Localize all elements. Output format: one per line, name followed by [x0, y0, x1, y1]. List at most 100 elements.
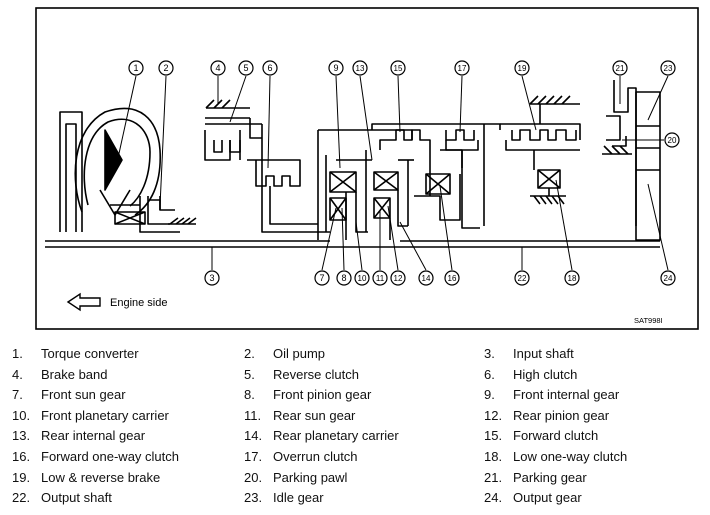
callout-number: 1 [133, 63, 138, 73]
legend-number: 17. [244, 448, 263, 464]
legend-number: 10. [12, 407, 31, 423]
callout-7: 7 [314, 270, 330, 286]
diagram-code: SAT998I [634, 316, 663, 325]
callout-13: 13 [352, 60, 368, 76]
legend: 1. Torque converter 4. Brake band 7. Front su… [0, 340, 710, 515]
legend-label: Forward clutch [513, 428, 599, 444]
oil-pump-shape [139, 196, 197, 233]
legend-number: 1. [12, 346, 23, 361]
callout-number: 16 [448, 274, 457, 283]
legend-label: Overrun clutch [273, 448, 358, 464]
legend-number: 2. [244, 346, 255, 361]
legend-label: Parking pawl [273, 469, 348, 485]
legend-number: 12. [484, 407, 503, 423]
legend-label: Output shaft [41, 490, 112, 506]
legend-label: Front pinion gear [273, 387, 372, 403]
callout-number: 13 [356, 64, 365, 73]
callout-4: 4 [210, 60, 226, 76]
legend-label: Rear planetary carrier [273, 428, 399, 444]
legend-number: 14. [244, 428, 263, 444]
legend-label: Torque converter [41, 346, 139, 361]
legend-number: 15. [484, 428, 503, 444]
legend-label: Front sun gear [41, 387, 126, 403]
callout-2: 2 [158, 60, 174, 76]
legend-number: 5. [244, 366, 255, 382]
legend-number: 22. [12, 490, 31, 506]
callout-6: 6 [262, 60, 278, 76]
legend-number: 6. [484, 366, 495, 382]
diagram-frame [35, 7, 699, 330]
callout-number: 17 [458, 64, 467, 73]
legend-number: 24. [484, 490, 503, 506]
legend-label: Low & reverse brake [41, 469, 161, 485]
brake-band-reverse-clutch-shape [204, 99, 330, 233]
legend-label: Low one-way clutch [513, 448, 628, 464]
legend-number: 4. [12, 366, 23, 382]
front-planetary-shape [317, 129, 413, 240]
callout-14: 14 [418, 270, 434, 286]
legend-number: 16. [12, 448, 31, 464]
legend-number: 7. [12, 387, 23, 403]
legend-number: 13. [12, 428, 31, 444]
callout-number: 14 [422, 274, 431, 283]
callout-number: 3 [209, 273, 214, 283]
callout-19: 19 [514, 60, 530, 76]
callout-number: 8 [341, 273, 346, 283]
engine-side-arrow-icon [66, 292, 101, 312]
high-clutch-shape [247, 159, 318, 225]
legend-number: 8. [244, 387, 255, 403]
legend-number: 11. [244, 407, 262, 423]
callout-24: 24 [660, 270, 676, 286]
legend-label: Oil pump [273, 346, 326, 361]
callout-5: 5 [238, 60, 254, 76]
callout-number: 18 [568, 274, 577, 283]
callout-number: 10 [358, 274, 367, 283]
callout-11: 11 [372, 270, 388, 286]
callout-23: 23 [660, 60, 676, 76]
legend-number: 23. [244, 490, 263, 506]
legend-label: Rear pinion gear [513, 407, 610, 423]
callout-21: 21 [612, 60, 628, 76]
legend-label: Idle gear [273, 490, 324, 506]
callout-number: 5 [243, 63, 248, 73]
rear-planetary-shape [365, 150, 414, 240]
callout-15: 15 [390, 60, 406, 76]
callout-9: 9 [328, 60, 344, 76]
callout-number: 6 [267, 63, 272, 73]
legend-label: Output gear [513, 490, 582, 506]
callout-number: 2 [163, 63, 168, 73]
legend-number: 3. [484, 346, 495, 361]
callout-18: 18 [564, 270, 580, 286]
callout-8: 8 [336, 270, 352, 286]
parking-output-gear-shape [602, 80, 661, 241]
callout-number: 9 [333, 63, 338, 73]
callout-number: 11 [376, 274, 385, 283]
legend-number: 20. [244, 469, 263, 485]
callout-16: 16 [444, 270, 460, 286]
torque-converter-shape [59, 107, 161, 232]
low-reverse-brake-shape [500, 95, 581, 205]
callout-1: 1 [128, 60, 144, 76]
callout-number: 23 [664, 64, 673, 73]
legend-label: Forward one-way clutch [41, 448, 179, 464]
callout-number: 24 [664, 274, 673, 283]
engine-side-label: Engine side [110, 297, 168, 309]
legend-number: 19. [12, 469, 31, 485]
legend-number: 21. [484, 469, 503, 485]
legend-label: Rear sun gear [273, 407, 356, 423]
callout-3: 3 [204, 270, 220, 286]
legend-label: Brake band [41, 366, 108, 382]
legend-label: Front planetary carrier [41, 407, 169, 423]
callout-12: 12 [390, 270, 406, 286]
legend-label: Input shaft [513, 346, 574, 361]
overrun-clutch-shape [445, 124, 485, 229]
callout-number: 19 [518, 64, 527, 73]
callout-22: 22 [514, 270, 530, 286]
callout-20: 20 [664, 132, 680, 148]
legend-number: 9. [484, 387, 495, 403]
callout-number: 12 [394, 274, 403, 283]
legend-label: Front internal gear [513, 387, 620, 403]
callout-10: 10 [354, 270, 370, 286]
callout-number: 15 [394, 64, 403, 73]
